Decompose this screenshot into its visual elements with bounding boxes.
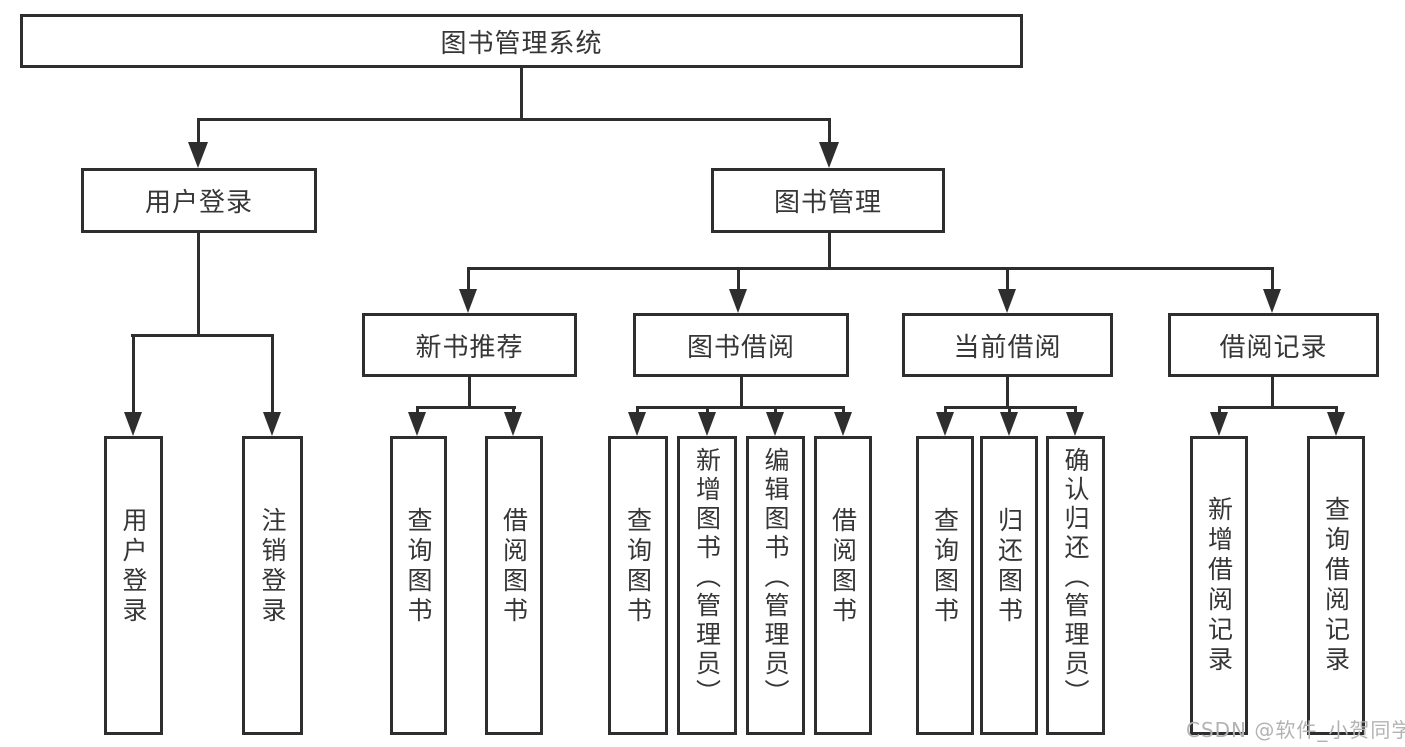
arrowhead-leaf-query-book-3 — [936, 412, 954, 436]
leaf-query-book-3-box: 查询图书 — [916, 436, 974, 735]
connector-book-borrow-rail — [636, 406, 845, 409]
connector-book-borrow-stem — [740, 377, 743, 408]
node-new-book-recommend-label: 新书推荐 — [415, 332, 524, 363]
node-new-book-recommend-box: 新书推荐 — [362, 313, 577, 377]
connector-current-borrow-stem — [1006, 377, 1009, 408]
leaf-borrow-book-2-label: 借阅图书 — [828, 506, 858, 627]
arrowhead-leaf-borrow-book-1 — [504, 412, 522, 436]
node-borrow-record-box: 借阅记录 — [1168, 313, 1379, 377]
csdn-watermark: CSDN @软件_小贺同学 — [1186, 718, 1405, 742]
leaf-confirm-return-admin-box: 确认归还（管理员） — [1046, 436, 1105, 735]
arrowhead-new-book-recommend — [459, 289, 477, 313]
connector-book-mgmt-drop — [828, 118, 831, 146]
node-user-login-label: 用户登录 — [144, 188, 253, 218]
leaf-query-borrow-record-label: 查询借阅记录 — [1321, 495, 1351, 676]
node-current-borrow-box: 当前借阅 — [902, 313, 1113, 377]
leaf-query-book-1-box: 查询图书 — [390, 436, 447, 735]
node-book-borrow-box: 图书借阅 — [633, 313, 849, 377]
root-node-box: 图书管理系统 — [20, 14, 1023, 68]
leaf-add-borrow-record-label: 新增借阅记录 — [1204, 495, 1234, 676]
connector-new-book-rail — [416, 406, 516, 409]
node-book-management-box: 图书管理 — [711, 168, 945, 233]
arrowhead-leaf-return-book — [1000, 412, 1018, 436]
arrowhead-leaf-add-book — [698, 412, 716, 436]
arrowhead-book-borrow — [729, 289, 747, 313]
node-book-management-label: 图书管理 — [773, 188, 882, 218]
connector-book-mgmt-stem — [828, 232, 831, 269]
arrowhead-leaf-query-book-2 — [628, 412, 646, 436]
connector-drop-add-record — [1218, 406, 1221, 416]
leaf-return-book-box: 归还图书 — [980, 436, 1038, 735]
arrowhead-leaf-edit-book — [766, 412, 784, 436]
connector-borrow-record-drop — [1271, 267, 1274, 291]
connector-book-borrow-drop — [737, 267, 740, 291]
arrowhead-borrow-record — [1263, 289, 1281, 313]
leaf-edit-book-admin-label: 编辑图书（管理员） — [761, 447, 790, 708]
connector-leaf-user-login-drop — [132, 334, 135, 414]
arrowhead-current-borrow — [998, 289, 1016, 313]
connector-level2-rail — [197, 118, 831, 121]
connector-drop-add-book — [706, 406, 709, 416]
arrowhead-leaf-query-record — [1327, 412, 1345, 436]
connector-borrow-record-rail — [1218, 406, 1338, 409]
connector-new-book-stem — [468, 377, 471, 408]
connector-current-borrow-drop — [1006, 267, 1009, 291]
leaf-query-book-2-box: 查询图书 — [608, 436, 668, 735]
connector-drop-edit-book — [774, 406, 777, 416]
node-borrow-record-label: 借阅记录 — [1219, 332, 1328, 363]
leaf-query-borrow-record-box: 查询借阅记录 — [1307, 436, 1365, 735]
connector-drop-query3 — [944, 406, 947, 416]
leaf-return-book-label: 归还图书 — [994, 506, 1024, 627]
leaf-edit-book-admin-box: 编辑图书（管理员） — [746, 436, 805, 735]
connector-user-login-rail — [131, 334, 274, 337]
leaf-user-login-label: 用户登录 — [119, 506, 148, 627]
connector-new-book-drop — [467, 267, 470, 291]
arrowhead-leaf-logout — [263, 412, 281, 436]
leaf-query-book-2-label: 查询图书 — [623, 506, 653, 627]
leaf-confirm-return-admin-label: 确认归还（管理员） — [1061, 447, 1090, 708]
connector-borrow-record-stem — [1271, 377, 1274, 408]
leaf-borrow-book-1-label: 借阅图书 — [499, 506, 529, 627]
leaf-add-book-admin-box: 新增图书（管理员） — [677, 436, 737, 735]
connector-drop-query2 — [636, 406, 639, 416]
connector-user-login-stem — [197, 233, 200, 336]
connector-user-login-drop — [197, 118, 200, 146]
node-book-borrow-label: 图书借阅 — [686, 332, 795, 363]
connector-level3-rail — [467, 267, 1274, 270]
connector-drop-confirm-return — [1074, 406, 1077, 416]
connector-root-stem — [520, 68, 523, 121]
leaf-add-borrow-record-box: 新增借阅记录 — [1190, 436, 1248, 735]
connector-drop-query-record — [1335, 406, 1338, 416]
connector-drop-return-book — [1008, 406, 1011, 416]
leaf-borrow-book-1-box: 借阅图书 — [485, 436, 543, 735]
leaf-logout-box: 注销登录 — [242, 436, 303, 735]
node-user-login-box: 用户登录 — [81, 168, 317, 233]
arrowhead-leaf-add-record — [1210, 412, 1228, 436]
arrowhead-user-login — [188, 142, 208, 168]
root-node-label: 图书管理系统 — [440, 28, 603, 59]
arrowhead-leaf-user-login — [124, 412, 142, 436]
leaf-query-book-1-label: 查询图书 — [404, 506, 433, 627]
leaf-query-book-3-label: 查询图书 — [930, 506, 960, 627]
leaf-user-login-box: 用户登录 — [104, 436, 163, 735]
node-current-borrow-label: 当前借阅 — [953, 332, 1062, 363]
leaf-logout-label: 注销登录 — [258, 506, 287, 627]
connector-leaf-logout-drop — [271, 334, 274, 414]
arrowhead-leaf-query-book-1 — [408, 412, 426, 436]
leaf-borrow-book-2-box: 借阅图书 — [814, 436, 872, 735]
arrowhead-book-mgmt — [819, 142, 839, 168]
connector-drop-query1 — [416, 406, 419, 416]
leaf-add-book-admin-label: 新增图书（管理员） — [692, 447, 722, 708]
arrowhead-leaf-borrow-book-2 — [834, 412, 852, 436]
arrowhead-leaf-confirm-return — [1066, 412, 1084, 436]
connector-drop-borrow2 — [842, 406, 845, 416]
connector-drop-borrow1 — [512, 406, 515, 416]
